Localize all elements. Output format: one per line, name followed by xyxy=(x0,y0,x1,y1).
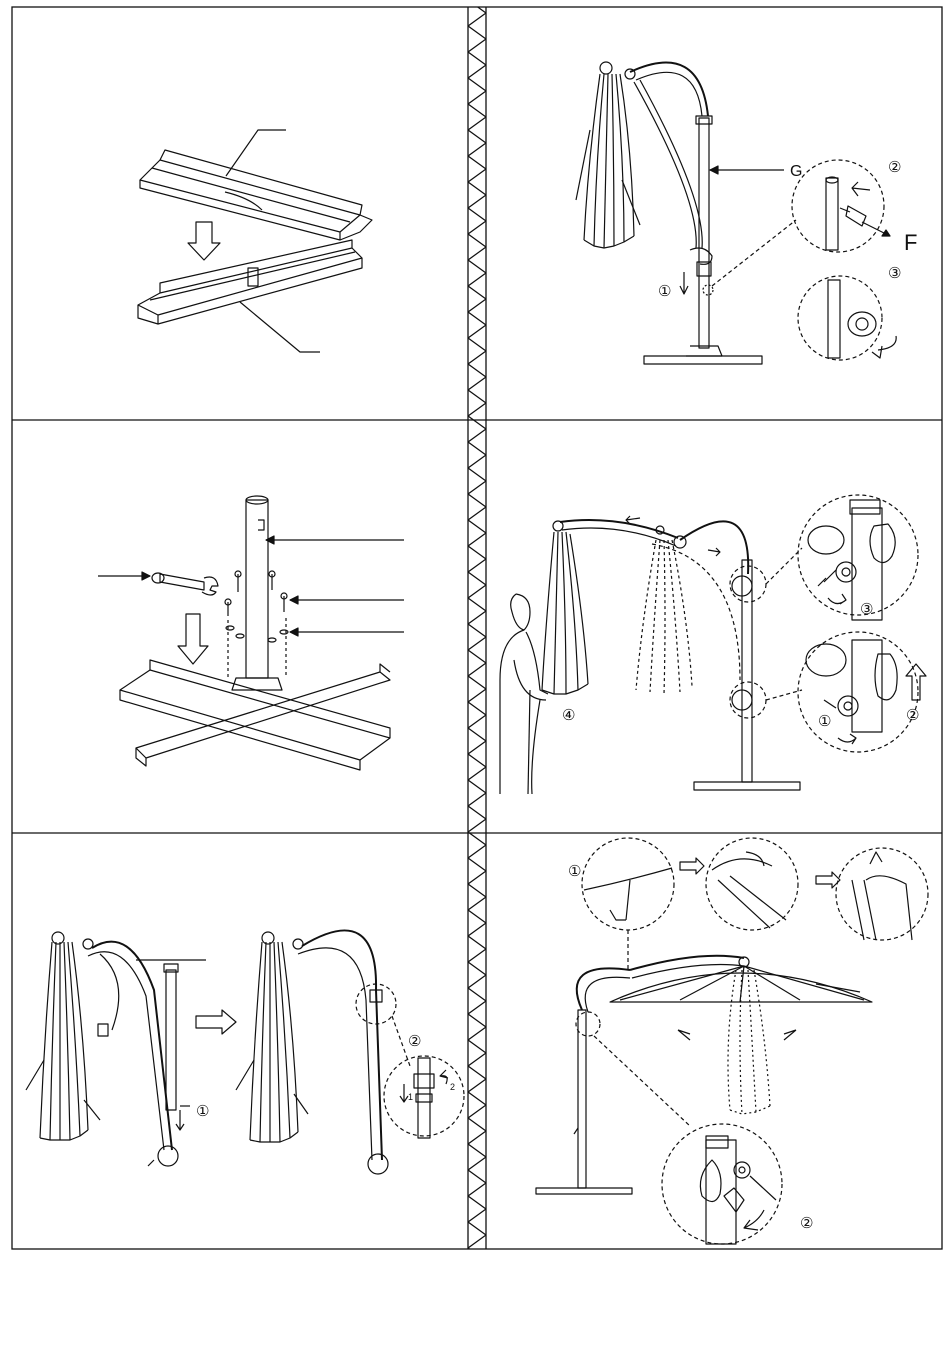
label-small-1: 1 xyxy=(408,1092,413,1102)
label-step-4: ④ xyxy=(562,706,575,724)
label-step-2d: ② xyxy=(800,1214,813,1232)
panel6-labels: ① ② xyxy=(568,862,813,1232)
label-step-2b: ② xyxy=(906,706,919,724)
next-arrow-2 xyxy=(816,872,840,888)
top-rail-illustration xyxy=(140,150,372,240)
panel-canopy-raising xyxy=(500,495,926,794)
panel-pole-joining xyxy=(26,930,464,1174)
bottom-rail-illustration xyxy=(138,240,362,324)
label-step-1c: ① xyxy=(196,1102,209,1120)
bottom-rail-leader xyxy=(240,302,320,352)
next-arrow-1 xyxy=(680,858,704,874)
label-step-1d: ① xyxy=(568,862,581,880)
cross-base-illustration xyxy=(644,346,762,364)
zoom-circle-join xyxy=(384,1056,464,1136)
person-figure xyxy=(500,594,548,794)
label-small-2: 2 xyxy=(450,1082,455,1092)
panel-canopy-opening xyxy=(536,838,928,1244)
label-step-3b: ③ xyxy=(860,600,873,618)
panel-base-bolting xyxy=(98,496,404,770)
zoom-circle-rib-2 xyxy=(706,838,798,930)
insert-arrow xyxy=(852,182,870,196)
zoom-circle-1-rib xyxy=(582,838,674,930)
panel-base-rails xyxy=(138,130,372,352)
dashed-canopy xyxy=(636,540,692,694)
zoom-circle-3-handle xyxy=(798,495,918,615)
zoom-circle-2-crank xyxy=(662,1124,782,1244)
panel2-labels: G ② F ③ ① xyxy=(658,158,917,300)
zoom-circle-2-handle xyxy=(798,632,918,752)
hanging-canopy xyxy=(542,532,588,694)
curved-arm xyxy=(630,63,708,116)
lift-arrow xyxy=(906,664,926,700)
label-f: F xyxy=(904,230,917,255)
cross-base-illustration xyxy=(120,660,390,770)
label-step-2: ② xyxy=(888,158,901,176)
label-step-2c: ② xyxy=(408,1032,421,1050)
zigzag-divider xyxy=(468,7,486,1249)
main-pole xyxy=(699,118,709,348)
panel5-labels: ① ② 1 2 xyxy=(196,1032,455,1120)
raise-pole xyxy=(742,560,752,782)
label-g: G xyxy=(790,163,802,180)
canopy-hub xyxy=(600,62,612,74)
panel-pole-fixing xyxy=(576,62,896,364)
upper-pole-segment xyxy=(166,970,176,1110)
label-step-1b: ① xyxy=(818,712,831,730)
label-step-1: ① xyxy=(658,282,671,300)
join-arrow xyxy=(196,1010,236,1034)
folded-umbrella-right xyxy=(236,942,308,1142)
step1-arrow xyxy=(680,272,688,294)
open-pole xyxy=(578,1010,586,1188)
wrench-illustration xyxy=(152,573,218,595)
canopy-ribs-dashed xyxy=(728,970,770,1114)
stack-down-arrow xyxy=(188,222,220,260)
bolt-down-arrow xyxy=(178,614,208,664)
folded-canopy xyxy=(576,74,640,248)
bolts xyxy=(225,571,288,678)
label-step-3: ③ xyxy=(888,264,901,282)
folded-umbrella-left xyxy=(26,942,100,1140)
base-pole xyxy=(246,500,268,678)
